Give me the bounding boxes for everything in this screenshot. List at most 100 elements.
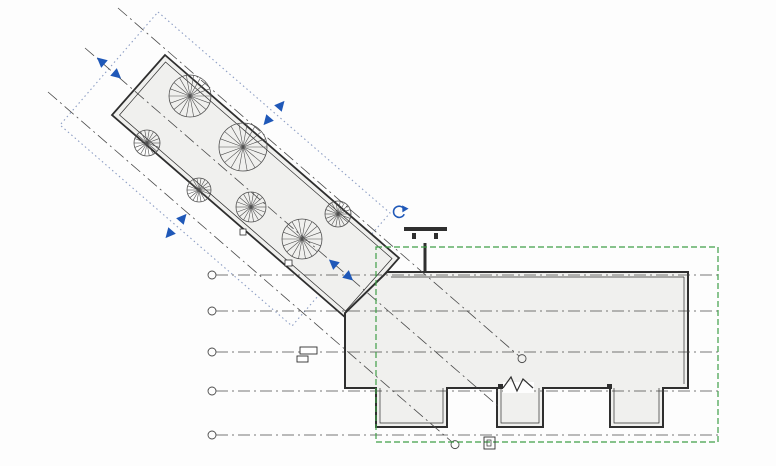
- handle-arrow-icon: [263, 114, 274, 126]
- grid-bubble[interactable]: [207, 347, 217, 357]
- grid-line-diagonal[interactable]: [117, 7, 520, 357]
- tree-spoke: [248, 206, 252, 222]
- scope-box-handle[interactable]: [326, 256, 357, 285]
- tree-spoke: [146, 142, 150, 156]
- tree-spoke: [337, 213, 349, 223]
- tree-spoke: [140, 131, 148, 144]
- table-symbol-leg: [434, 233, 438, 239]
- fixture-symbol[interactable]: [483, 436, 496, 450]
- tree-spoke: [283, 231, 303, 240]
- tree-spoke: [238, 146, 244, 171]
- handle-arrow-icon: [165, 227, 176, 239]
- tree-spoke: [189, 182, 200, 191]
- tree-spoke: [325, 213, 339, 219]
- wing-outline[interactable]: [110, 53, 401, 320]
- wall-break-symbol[interactable]: [502, 375, 534, 393]
- tree-spoke: [335, 213, 339, 227]
- tree-symbol[interactable]: [218, 122, 268, 172]
- scope-box-handle[interactable]: [162, 211, 191, 242]
- tree-symbol[interactable]: [281, 218, 323, 260]
- tree-spoke: [146, 142, 154, 155]
- tree-spoke: [286, 225, 303, 240]
- tree-symbol[interactable]: [133, 129, 161, 157]
- tree-spoke: [187, 189, 200, 195]
- tree-spoke: [242, 138, 266, 148]
- table-symbol-top[interactable]: [404, 227, 447, 231]
- tree-spoke: [198, 189, 202, 202]
- table-symbol-leg: [412, 233, 416, 239]
- tree-symbol[interactable]: [168, 74, 212, 118]
- tree-spoke: [146, 131, 154, 144]
- door-mark[interactable]: [607, 384, 612, 389]
- building-outline[interactable]: [344, 271, 689, 428]
- door-mark[interactable]: [498, 384, 503, 389]
- tree-spoke: [179, 77, 191, 97]
- wing-wall-fixture[interactable]: [239, 228, 247, 236]
- tree-spoke: [238, 123, 244, 148]
- crop-region[interactable]: [375, 246, 719, 443]
- tree-spoke: [144, 130, 148, 144]
- tree-spoke: [189, 95, 210, 104]
- tree-symbol[interactable]: [186, 177, 212, 203]
- tree-spoke: [248, 192, 252, 208]
- grid-bubble[interactable]: [517, 354, 527, 364]
- grid-bubble[interactable]: [207, 430, 217, 440]
- tree-spoke: [242, 146, 256, 168]
- tree-spoke: [173, 95, 191, 110]
- tree-spoke: [250, 193, 259, 208]
- tree-spoke: [192, 179, 200, 191]
- tree-spoke: [198, 189, 211, 195]
- tree-spoke: [198, 185, 211, 191]
- tree-spoke: [220, 138, 244, 148]
- scope-box-handle[interactable]: [260, 98, 289, 129]
- handle-arrow-icon: [96, 57, 108, 68]
- tree-spoke: [327, 213, 339, 223]
- tree-spoke: [144, 142, 148, 156]
- handle-arrow-icon: [342, 270, 354, 281]
- tree-symbol[interactable]: [235, 191, 267, 223]
- tree-spoke: [179, 95, 191, 115]
- tree-spoke: [242, 126, 256, 148]
- tree-spoke: [250, 206, 266, 213]
- tree-spoke: [198, 189, 209, 198]
- tree-spoke: [243, 193, 252, 208]
- rotate-arrowhead: [402, 205, 409, 213]
- furniture-symbol[interactable]: [296, 355, 309, 363]
- tree-spoke: [286, 238, 303, 253]
- scope-box-handle[interactable]: [94, 54, 125, 83]
- grid-bubble[interactable]: [207, 306, 217, 316]
- tree-spoke: [337, 213, 341, 227]
- grid-line-diagonal[interactable]: [84, 47, 499, 407]
- tree-spoke: [134, 142, 148, 148]
- tree-spoke: [250, 192, 254, 208]
- building-inner-wall: [379, 388, 444, 424]
- tree-spoke: [337, 201, 341, 215]
- grid-line-diagonal[interactable]: [47, 91, 453, 443]
- tree-spoke: [170, 95, 191, 104]
- tree-spoke: [250, 206, 263, 217]
- tree-spoke: [196, 189, 200, 202]
- furniture-symbol[interactable]: [299, 346, 318, 355]
- tree-symbol[interactable]: [324, 200, 352, 228]
- tree-spoke: [291, 221, 303, 240]
- tree-spoke: [298, 238, 303, 259]
- grid-bubble[interactable]: [207, 386, 217, 396]
- tree-spoke: [146, 138, 160, 144]
- tree-spoke: [230, 146, 244, 168]
- tree-spoke: [242, 146, 266, 156]
- tree-spoke: [196, 178, 200, 191]
- rotate-control-icon[interactable]: [392, 205, 409, 219]
- tree-spoke: [291, 238, 303, 257]
- tree-spoke: [189, 95, 207, 110]
- tree-spoke: [301, 238, 306, 259]
- tree-spoke: [220, 146, 244, 156]
- grid-bubble[interactable]: [207, 270, 217, 280]
- tree-spoke: [146, 130, 150, 144]
- wing-wall-fixture[interactable]: [284, 259, 293, 267]
- grid-bubble[interactable]: [450, 440, 460, 450]
- tree-spoke: [337, 213, 345, 226]
- tree-spoke: [250, 197, 263, 208]
- tree-spoke: [192, 189, 200, 201]
